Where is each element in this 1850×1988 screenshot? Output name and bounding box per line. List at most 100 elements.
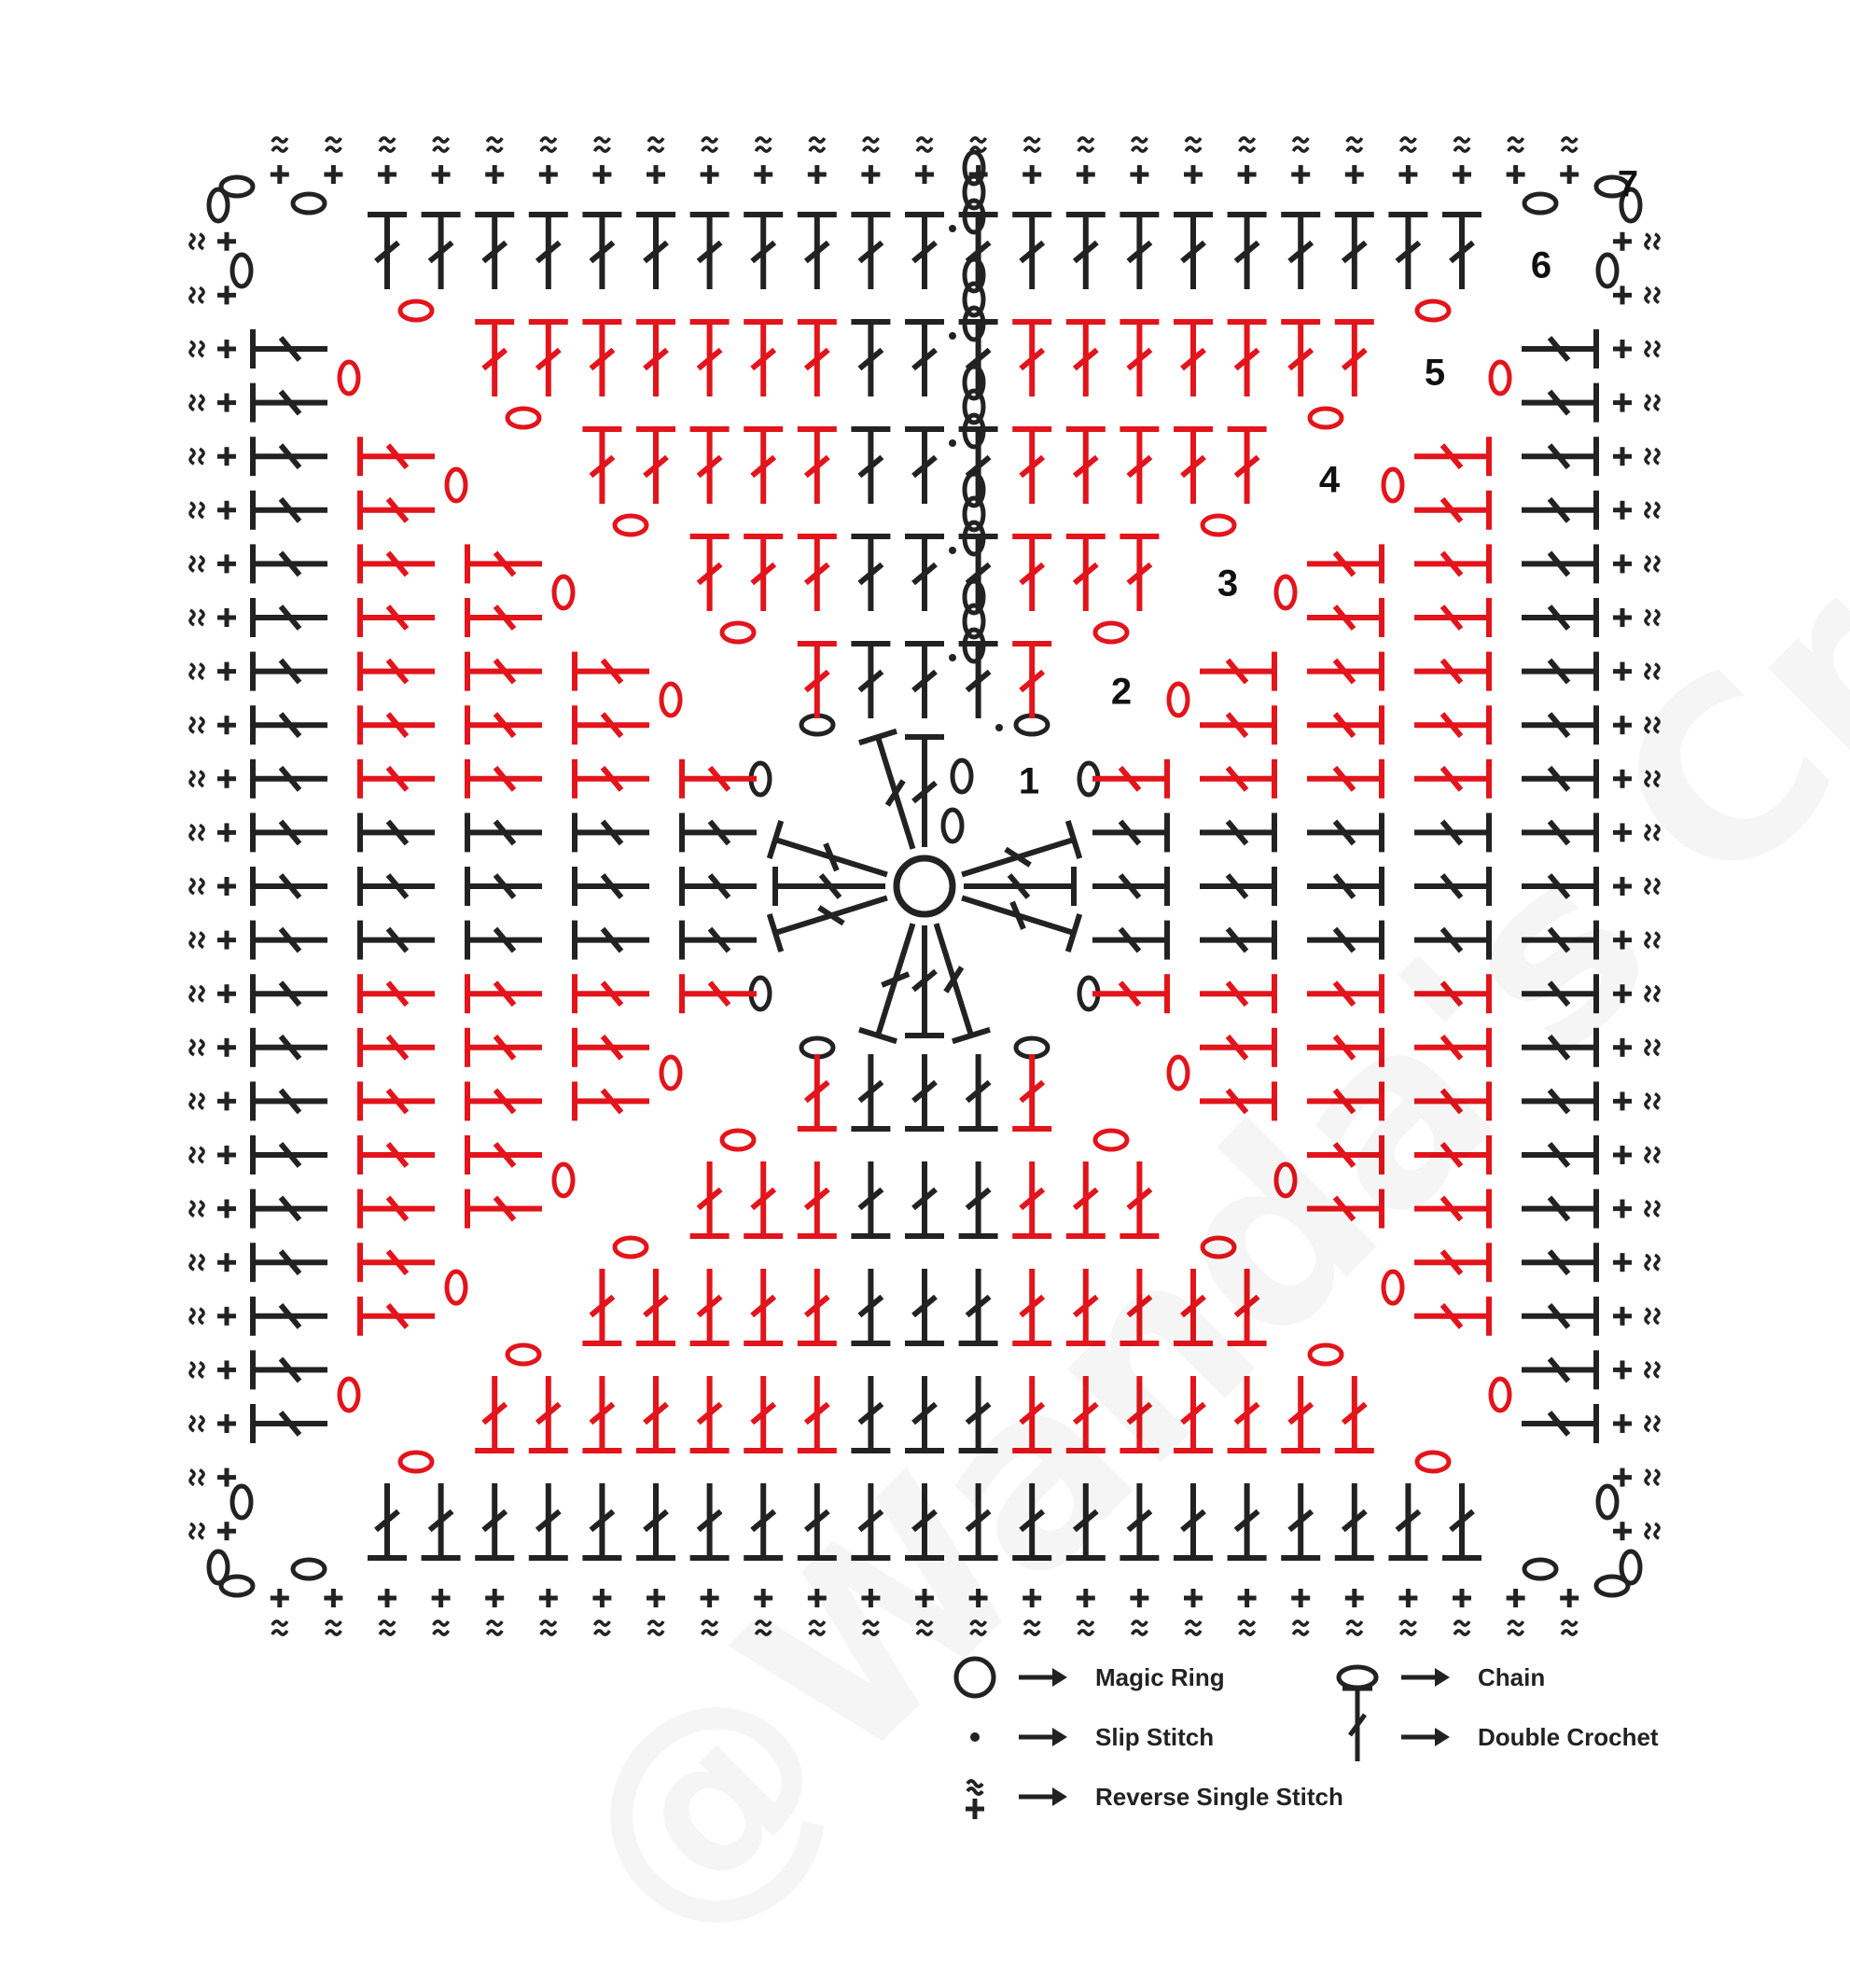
double-crochet-stitch	[905, 641, 944, 718]
double-crochet-stitch	[357, 974, 435, 1014]
legend-item-double-crochet: Double Crochet	[1325, 1686, 1659, 1765]
double-crochet-stitch	[905, 212, 944, 289]
double-crochet-stitch	[528, 212, 568, 289]
chain-stitch	[962, 471, 986, 508]
reverse-single-stitch	[1560, 136, 1579, 184]
double-crochet-stitch	[1065, 1376, 1106, 1453]
double-crochet-stitch	[357, 867, 435, 906]
double-crochet-stitch	[744, 1269, 784, 1346]
double-crochet-stitch	[1120, 426, 1160, 504]
double-crochet-stitch	[905, 1483, 944, 1561]
double-crochet-stitch	[1200, 813, 1277, 853]
slip-stitch	[949, 439, 956, 447]
double-crochet-stitch	[797, 1054, 837, 1132]
chain-stitch	[1488, 359, 1512, 396]
reverse-single-stitch	[1613, 1360, 1661, 1380]
double-crochet-stitch	[1174, 319, 1213, 396]
round-label-4: 4	[1318, 459, 1341, 501]
double-crochet-stitch	[964, 867, 1077, 906]
double-crochet-stitch	[905, 734, 944, 847]
double-crochet-stitch	[689, 1161, 730, 1239]
double-crochet-stitch	[958, 1483, 998, 1561]
double-crochet-stitch	[851, 641, 891, 718]
reverse-single-stitch	[188, 1037, 236, 1057]
double-crochet-stitch	[1307, 920, 1384, 960]
double-crochet-stitch	[1414, 1135, 1492, 1175]
double-crochet-stitch	[851, 534, 891, 611]
double-crochet-stitch	[465, 705, 542, 745]
double-crochet-stitch	[1307, 758, 1384, 799]
double-crochet-stitch	[744, 534, 784, 611]
chain-stitch	[1619, 187, 1643, 224]
reverse-single-stitch	[1237, 1589, 1257, 1636]
reverse-single-stitch	[1613, 1467, 1661, 1487]
chain-stitch	[397, 299, 435, 323]
double-crochet-stitch	[797, 534, 837, 611]
double-crochet-stitch	[1414, 705, 1492, 745]
reverse-single-stitch	[1398, 136, 1418, 184]
legend-label-magic-ring: Magic Ring	[1095, 1662, 1225, 1691]
reverse-single-stitch	[188, 984, 236, 1004]
double-crochet-stitch	[250, 1027, 327, 1067]
double-crochet-stitch	[465, 651, 542, 691]
chain-stitch	[444, 466, 468, 504]
reverse-single-stitch	[538, 1589, 558, 1636]
legend-item-reverse-single-stitch: Reverse Single Stitch	[942, 1769, 1343, 1825]
double-crochet-stitch	[357, 705, 435, 745]
double-crochet-stitch	[1388, 212, 1428, 289]
slip-stitch	[949, 547, 956, 554]
double-crochet-stitch	[1414, 867, 1492, 906]
double-crochet-stitch	[636, 1376, 675, 1453]
reverse-single-stitch	[1398, 1589, 1418, 1636]
double-crochet-stitch	[1414, 920, 1492, 960]
chain-stitch	[1595, 252, 1620, 289]
reverse-single-stitch	[1613, 1146, 1661, 1164]
double-crochet-stitch	[357, 598, 435, 637]
reverse-single-stitch	[807, 136, 827, 184]
chain-stitch	[290, 1557, 327, 1581]
chain-stitch	[1307, 406, 1344, 430]
chain-stitch	[1414, 1450, 1452, 1474]
double-crochet-stitch	[572, 974, 649, 1014]
double-crochet-stitch	[1200, 1027, 1277, 1067]
reverse-single-stitch	[1344, 136, 1364, 184]
chain-stitch	[1166, 1054, 1190, 1091]
double-crochet-stitch	[851, 1483, 891, 1561]
legend-label-slip-stitch: Slip Stitch	[1095, 1722, 1215, 1751]
double-crochet-stitch	[250, 1243, 327, 1283]
double-crochet-stitch	[1307, 867, 1384, 906]
double-crochet-stitch	[744, 1161, 784, 1239]
chain-stitch	[1200, 513, 1237, 537]
double-crochet-stitch	[357, 490, 435, 530]
double-crochet-stitch	[1092, 867, 1170, 906]
double-crochet-stitch	[1065, 212, 1106, 289]
reverse-single-stitch	[861, 136, 881, 184]
reverse-single-stitch	[324, 1589, 343, 1636]
reverse-single-stitch	[1613, 1037, 1661, 1057]
double-crochet-stitch	[1522, 1135, 1599, 1175]
double-crochet-stitch	[1414, 598, 1492, 637]
chain-stitch	[962, 198, 986, 235]
reverse-single-stitch	[1506, 136, 1525, 184]
double-crochet-stitch	[797, 212, 837, 289]
double-crochet-stitch	[1174, 426, 1213, 504]
reverse-single-stitch	[1613, 1199, 1661, 1218]
double-crochet-stitch	[1307, 974, 1384, 1014]
double-crochet-stitch	[797, 319, 837, 396]
double-crochet-stitch	[250, 329, 327, 368]
double-crochet-stitch	[1065, 319, 1106, 396]
double-crochet-stitch	[582, 426, 622, 504]
double-crochet-stitch	[1522, 813, 1599, 853]
reverse-single-stitch-icon	[942, 1769, 1008, 1825]
reverse-single-stitch	[700, 136, 719, 184]
double-crochet-stitch	[1092, 758, 1170, 799]
reverse-single-stitch	[188, 1360, 236, 1380]
double-crochet-stitch	[744, 319, 784, 396]
double-crochet-stitch	[679, 974, 757, 1014]
double-crochet-stitch	[1522, 1350, 1599, 1390]
reverse-single-stitch	[1613, 608, 1661, 627]
double-crochet-stitch	[858, 728, 916, 850]
double-crochet-stitch	[1092, 920, 1170, 960]
chain-stitch	[505, 1342, 542, 1367]
double-crochet-stitch	[1522, 758, 1599, 799]
